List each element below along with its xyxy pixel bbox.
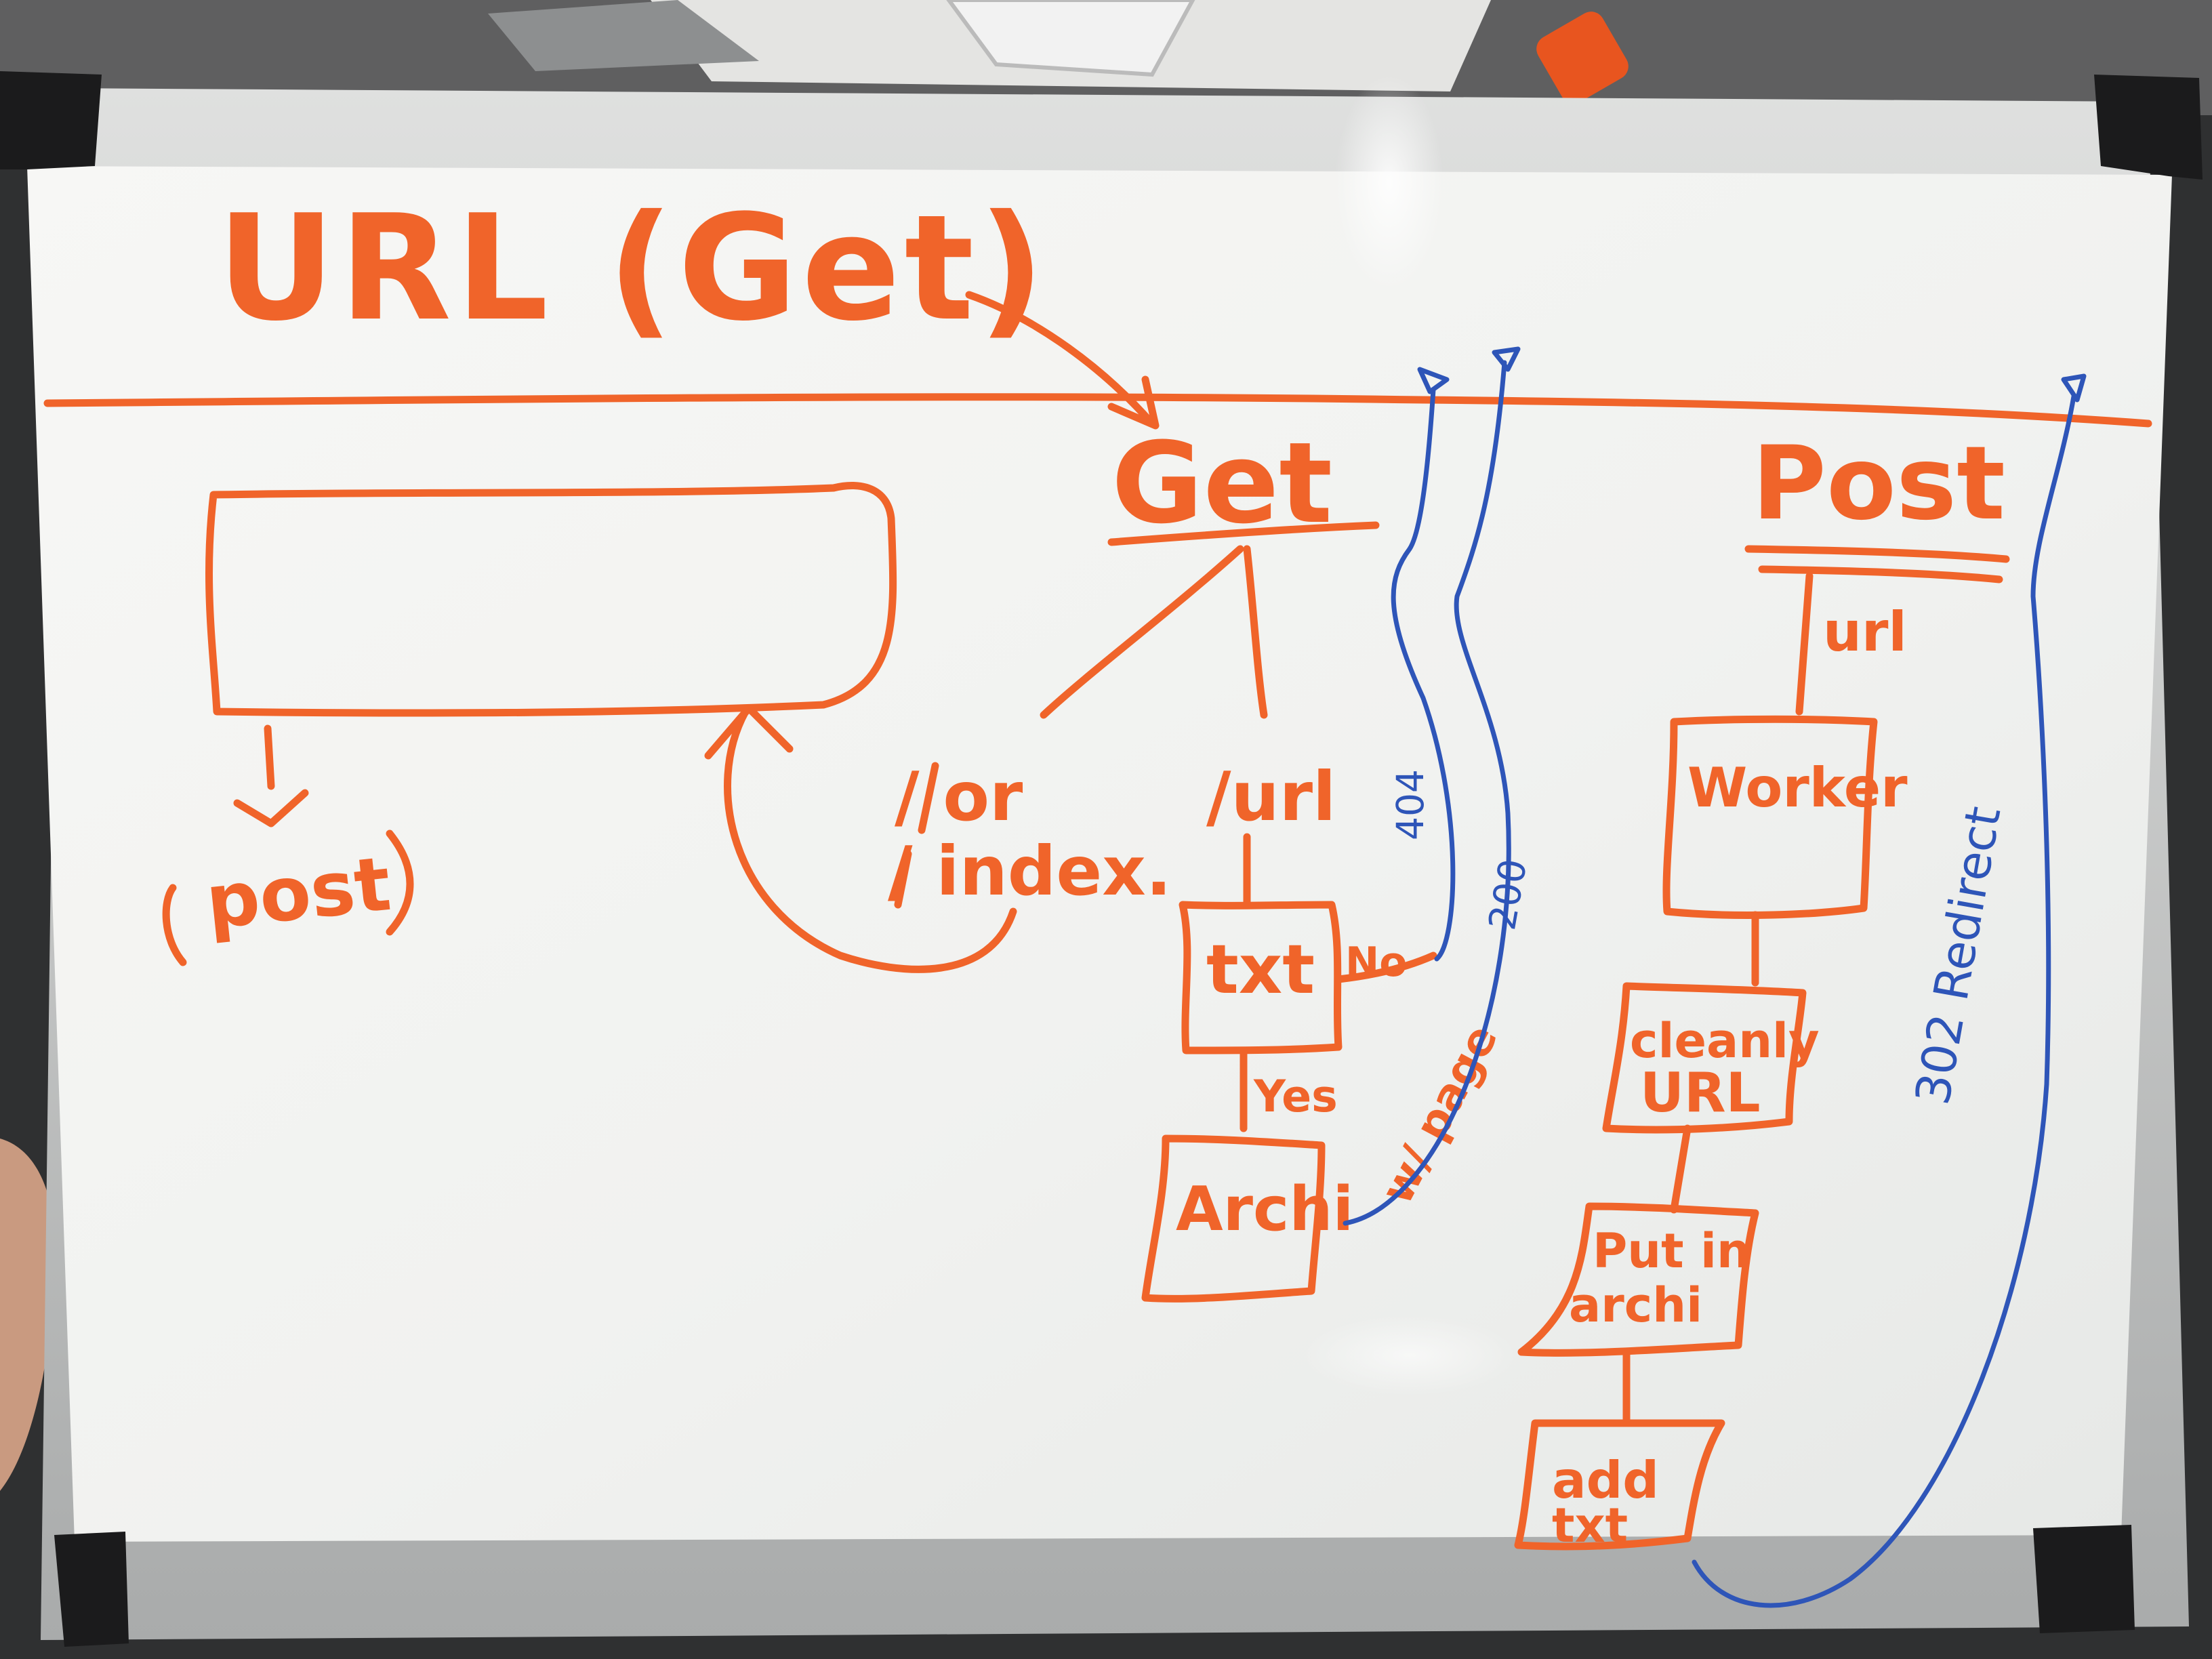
frame-corner-bottom-left	[54, 1532, 129, 1647]
frame-corner-top-right	[2094, 75, 2203, 180]
left-box-post-label: post	[202, 840, 394, 946]
archive-box	[1141, 1134, 1326, 1303]
frame-corner-bottom-right	[2033, 1525, 2135, 1633]
redirect-arrow-head	[2061, 373, 2087, 403]
board-glare	[1335, 75, 1443, 291]
root-path-line2: / index.	[888, 832, 1172, 911]
redirect-line	[1692, 394, 2076, 1608]
post-parenthesis-right	[386, 830, 414, 936]
txt-box	[1179, 901, 1343, 1054]
clean-to-put-line	[1670, 1124, 1692, 1214]
title-to-get-arrow	[965, 291, 1156, 428]
title-text: URL (Get)	[217, 183, 1049, 353]
not-found-arrow-head	[1417, 367, 1450, 394]
return-arrow-head	[704, 704, 794, 760]
add-box-line2: txt	[1552, 1498, 1628, 1553]
glue-stick	[1536, 12, 1629, 104]
put-box-line2: archi	[1569, 1277, 1702, 1333]
tray	[488, 0, 759, 71]
clean-box-line2: URL	[1640, 1061, 1761, 1124]
phone	[946, 0, 1195, 77]
add-box	[1514, 1419, 1725, 1551]
root-slash-bottom	[894, 850, 912, 909]
put-box-line1: Put in	[1593, 1223, 1750, 1279]
post-url-label: url	[1823, 600, 1907, 663]
clean-box	[1602, 982, 1807, 1134]
add-box-line1: add	[1552, 1450, 1659, 1510]
get-branch-right	[1243, 545, 1268, 719]
put-box	[1517, 1202, 1759, 1357]
title-to-get-arrow-head	[1107, 375, 1160, 430]
not-found-label: 404	[1389, 769, 1432, 840]
post-parenthesis-left	[162, 884, 187, 966]
post-heading: Post	[1752, 425, 2005, 543]
divider-line	[43, 393, 2152, 428]
get-heading: Get	[1111, 418, 1332, 548]
root-slash-top	[918, 762, 939, 834]
post-underline	[1744, 545, 2010, 563]
no-label: No	[1345, 939, 1407, 986]
ok-arrow-head	[1492, 346, 1521, 372]
root-path-line1: / or	[895, 757, 1023, 836]
url-path-label: /url	[1206, 757, 1336, 836]
box-to-post-arrow	[264, 724, 275, 790]
worker-box	[1662, 715, 1878, 919]
yes-label: Yes	[1253, 1071, 1338, 1122]
post-to-worker-line	[1795, 572, 1814, 716]
post-underline-second	[1758, 565, 2003, 583]
get-branch-left	[1040, 545, 1244, 719]
clean-box-line1: cleanly	[1630, 1013, 1820, 1069]
frame-corner-top-left	[0, 71, 102, 169]
txt-box-label: txt	[1206, 930, 1315, 1009]
return-arrow	[724, 708, 1017, 973]
box-to-post-arrow-head	[233, 789, 309, 827]
get-underline	[1107, 521, 1380, 546]
not-found-line	[1391, 387, 1456, 962]
archive-box-label: Archi	[1176, 1174, 1353, 1245]
txt-no-line	[1334, 951, 1437, 983]
left-box	[205, 481, 897, 717]
board-surface	[27, 166, 2172, 1542]
hand	[0, 1139, 56, 1491]
ok-line	[1343, 360, 1511, 1226]
worker-box-label: Worker	[1687, 756, 1908, 819]
board-glare-lower	[1301, 1315, 1518, 1396]
